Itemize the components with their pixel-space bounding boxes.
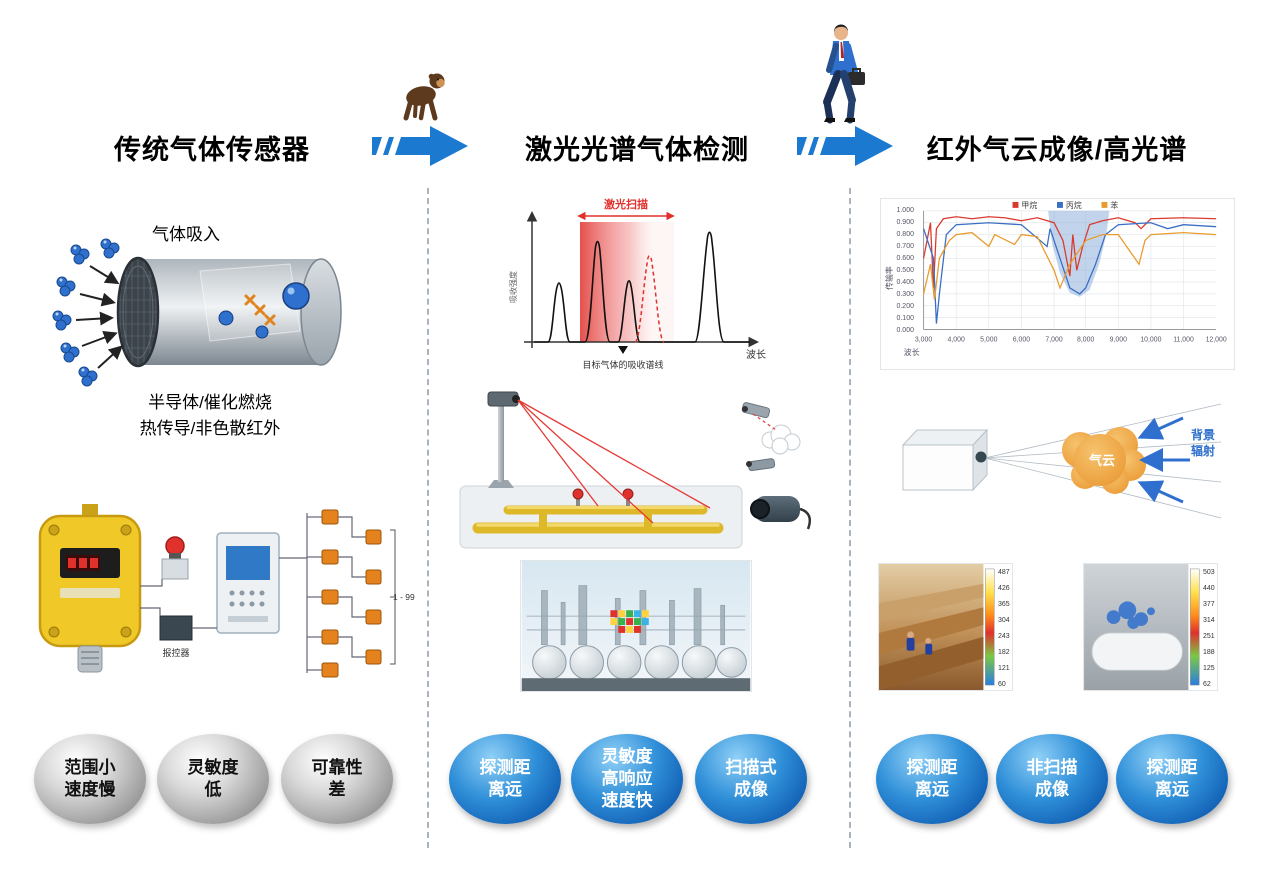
ir-camera-box bbox=[901, 428, 989, 492]
column-separator bbox=[427, 188, 429, 848]
gas-cloud: 气云 bbox=[1062, 427, 1146, 494]
svg-text:9,000: 9,000 bbox=[1110, 336, 1127, 343]
advantage-bubble: 探测距 离远 bbox=[1116, 734, 1228, 824]
drawback-bubble: 可靠性 差 bbox=[281, 734, 393, 824]
gas-intake-label: 气体吸入 bbox=[152, 225, 220, 244]
legend-methane: 甲烷 bbox=[1021, 200, 1037, 210]
gas-cloud-label: 气云 bbox=[1089, 453, 1115, 468]
svg-text:12,000: 12,000 bbox=[1206, 336, 1227, 343]
column-separator bbox=[849, 188, 851, 848]
chart-grid bbox=[923, 210, 1217, 330]
absorption-spectrum-chart: 激光扫描 吸收强度 目标气体的吸收谱线 波长 bbox=[508, 197, 766, 370]
gas-plume-cloud bbox=[761, 424, 801, 455]
drawback-bubble: 范围小 速度慢 bbox=[34, 734, 146, 824]
legend-benzene: 苯 bbox=[1110, 200, 1118, 210]
color-scale-bar bbox=[1190, 568, 1200, 686]
gas-cloud-imaging-scene: 气云 bbox=[901, 403, 1222, 519]
svg-text:4,000: 4,000 bbox=[948, 336, 965, 343]
chart-y-tick-labels: 1.000 0.900 0.800 0.700 0.600 0.500 0.40… bbox=[896, 207, 914, 334]
wiring-lines bbox=[140, 513, 366, 673]
thermal-scale-values: 487 426 365 304 243 182 121 60 bbox=[998, 569, 1010, 688]
svg-text:7,000: 7,000 bbox=[1045, 336, 1062, 343]
thermal-image-tank: 503 440 377 314 251 188 125 62 bbox=[1083, 563, 1218, 691]
thermal-image-pipes: 487 426 365 304 243 182 121 60 bbox=[878, 563, 1013, 691]
col2-title: 激光光谱气体检测 bbox=[525, 135, 749, 165]
walking-person-icon bbox=[823, 24, 865, 124]
white-tank bbox=[1091, 632, 1183, 671]
col3-title: 红外气云成像/高光谱 bbox=[926, 135, 1188, 165]
background-radiation-label: 背景 辐射 bbox=[1190, 428, 1215, 458]
gas-overlay-pixels bbox=[610, 610, 649, 633]
thermal-scale-values: 503 440 377 314 251 188 125 62 bbox=[1203, 569, 1215, 688]
chart-y-axis-label: 传输率 bbox=[884, 266, 894, 290]
svg-text:10,000: 10,000 bbox=[1140, 336, 1161, 343]
yellow-pipes bbox=[472, 488, 724, 534]
svg-text:8,000: 8,000 bbox=[1077, 336, 1094, 343]
control-box bbox=[159, 615, 193, 641]
controller-device bbox=[216, 532, 280, 634]
chart-legend: 甲烷 丙烷 苯 bbox=[1012, 200, 1118, 210]
sensor-illustration bbox=[52, 238, 342, 387]
intake-arrows bbox=[75, 265, 123, 369]
gas-detector-device bbox=[38, 504, 142, 673]
series-methane bbox=[922, 216, 1217, 288]
laser-camera bbox=[750, 496, 811, 530]
radiation-arrows bbox=[1137, 416, 1190, 504]
laser-scan-label: 激光扫描 bbox=[604, 197, 648, 211]
spectrum-y-axis-label: 吸收强度 bbox=[508, 271, 518, 303]
transmitter-nodes bbox=[321, 509, 382, 678]
target-gas-annotation: 目标气体的吸收谱线 bbox=[582, 359, 663, 370]
workers bbox=[906, 631, 933, 655]
detector-count-label: 1 - 99 bbox=[393, 592, 415, 602]
gas-detection-blobs bbox=[1106, 601, 1155, 629]
spherical-tanks bbox=[532, 645, 747, 680]
svg-text:6,000: 6,000 bbox=[1013, 336, 1030, 343]
shaded-band bbox=[1048, 210, 1110, 297]
right-arrow-icon bbox=[797, 126, 893, 166]
laser-detection-scene bbox=[459, 391, 811, 549]
color-scale-bar bbox=[985, 568, 995, 686]
spectrum-x-axis-label: 波长 bbox=[746, 348, 766, 361]
legend-propane: 丙烷 bbox=[1066, 200, 1082, 210]
detector-wiring-illustration: 报控器 1 - 99 bbox=[38, 504, 415, 678]
refinery-photo bbox=[520, 560, 752, 692]
handheld-detector bbox=[741, 402, 771, 419]
laser-beams bbox=[517, 399, 711, 524]
handheld-detector bbox=[746, 458, 776, 472]
monkey-icon bbox=[403, 73, 445, 121]
advantage-bubble: 扫描式 成像 bbox=[695, 734, 807, 824]
x-tick-labels: 3,000 4,000 5,000 6,000 7,000 8,000 9,00… bbox=[915, 336, 1227, 343]
series-propane bbox=[922, 222, 1217, 324]
control-box-label: 报控器 bbox=[162, 647, 189, 658]
alarm-beacon bbox=[165, 536, 185, 556]
advantage-bubble: 探测距 离远 bbox=[449, 734, 561, 824]
advantage-bubble: 非扫描 成像 bbox=[996, 734, 1108, 824]
transmission-spectra-chart: 甲烷 丙烷 苯 3,000 4,000 5,000 6,000 7,000 8,… bbox=[880, 198, 1235, 370]
advantage-bubble: 探测距 离远 bbox=[876, 734, 988, 824]
right-arrow-icon bbox=[372, 126, 468, 166]
svg-text:11,000: 11,000 bbox=[1173, 336, 1194, 343]
series-benzene bbox=[922, 231, 1217, 300]
svg-text:5,000: 5,000 bbox=[980, 336, 997, 343]
col1-title: 传统气体传感器 bbox=[114, 135, 310, 165]
advantage-bubble: 灵敏度 高响应 速度快 bbox=[571, 734, 683, 824]
chart-x-axis-label: 波长 bbox=[904, 347, 920, 357]
drawback-bubble: 灵敏度 低 bbox=[157, 734, 269, 824]
gas-molecules bbox=[52, 238, 120, 387]
sensor-principles-text: 半导体/催化燃烧 热传导/非色散红外 bbox=[139, 393, 281, 438]
svg-text:3,000: 3,000 bbox=[915, 336, 932, 343]
